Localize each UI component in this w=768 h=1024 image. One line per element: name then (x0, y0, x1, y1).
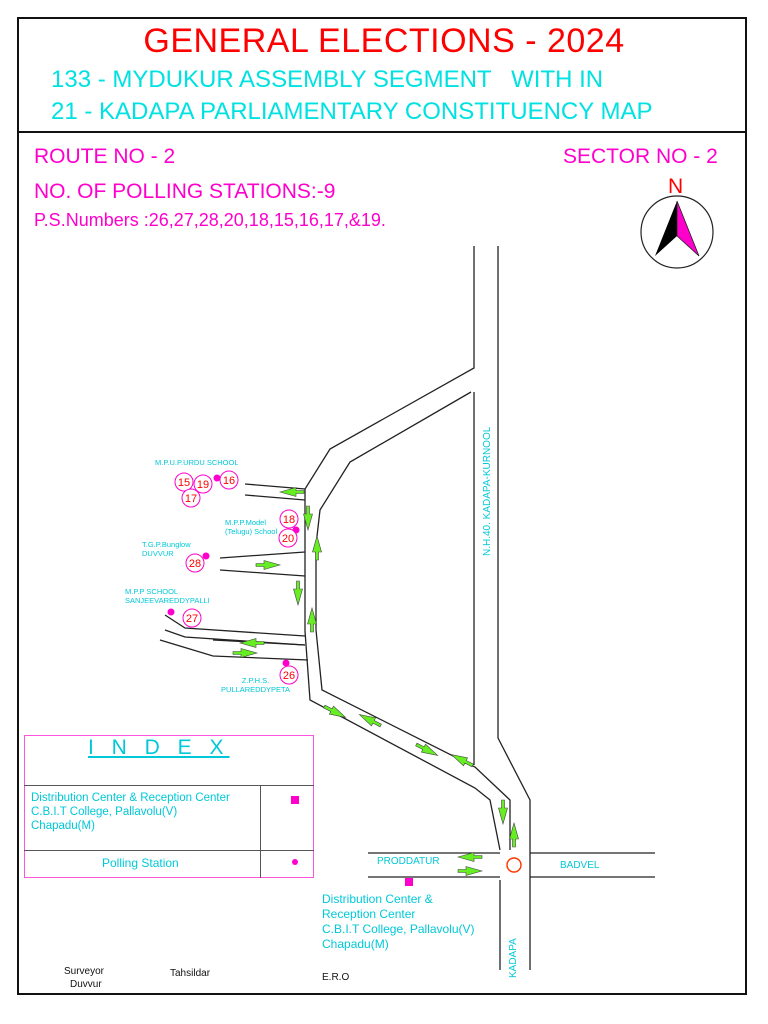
ps-number: 26 (283, 670, 295, 682)
ps-number: 18 (283, 514, 295, 526)
index-distribution-center: Distribution Center & Reception Center C… (31, 791, 261, 833)
ps-label-urdu-school: M.P.U.P.URDU SCHOOL (155, 458, 239, 467)
ps-label-zphs: Z.P.H.S. PULLAREDDYPETA (221, 676, 290, 694)
ps-label-line: T.G.P.Bunglow (142, 540, 191, 549)
south-road-label: KADAPA (508, 938, 519, 978)
roundabout-icon (506, 857, 522, 873)
index-title: I N D E X (88, 736, 230, 759)
station-number-circles (174, 470, 299, 685)
polling-station-dot (167, 608, 175, 616)
ps-number: 27 (186, 613, 198, 625)
ps-label-line: Z.P.H.S. (241, 676, 270, 685)
ps-label-line: (Telugu) School (225, 527, 278, 536)
station-numbers: 15 19 16 17 18 20 28 27 26 (178, 475, 295, 682)
dc-line: Chapadu(M) (322, 937, 389, 951)
ps-label-line: SANJEEVAREDDYPALLI (125, 596, 210, 605)
dc-line: C.B.I.T College, Pallavolu(V) (322, 922, 475, 936)
ps-number: 28 (189, 558, 201, 570)
tahsildar-label: Tahsildar (170, 968, 211, 979)
ps-number: 20 (282, 533, 294, 545)
surveyor-label: Surveyor (64, 966, 105, 977)
assembly-segment-title: 133 - MYDUKUR ASSEMBLY SEGMENT WITH IN (51, 66, 604, 93)
ps-label-line: PULLAREDDYPETA (221, 685, 291, 694)
polling-station-markers (167, 474, 300, 667)
header-separator (17, 131, 747, 133)
index-dc-line: Chapadu(M) (31, 820, 95, 832)
index-row-divider (24, 785, 314, 786)
distribution-center-label: Distribution Center & Reception Center C… (322, 892, 502, 952)
ps-label-line: DUVVUR (142, 549, 174, 558)
index-table (24, 735, 314, 878)
polling-station-dot-icon (292, 859, 298, 865)
polling-station-dot (213, 474, 221, 482)
north-label: N (668, 175, 684, 198)
polling-station-dot (282, 659, 290, 667)
index-column-divider (260, 785, 261, 878)
ps-number: 17 (185, 493, 197, 505)
surveyor-place-label: Duvvur (70, 979, 102, 990)
index-dc-line: C.B.I.T College, Pallavolu(V) (31, 806, 178, 818)
map-title: GENERAL ELECTIONS - 2024 (143, 22, 625, 60)
dc-line: Reception Center (322, 907, 416, 921)
east-road-label: BADVEL (560, 860, 600, 871)
index-dc-line: Distribution Center & Reception Center (31, 792, 230, 804)
constituency-title: 21 - KADAPA PARLIAMENTARY CONSTITUENCY M… (51, 98, 653, 125)
ps-label-tgp-bunglow: T.G.P.Bunglow DUVVUR (142, 540, 191, 558)
sector-number: SECTOR NO - 2 (563, 145, 718, 168)
distribution-center-square-icon (291, 796, 299, 804)
ps-numbers-list: P.S.Numbers :26,27,28,20,18,15,16,17,&19… (34, 210, 386, 230)
ero-label: E.R.O (322, 972, 350, 983)
ps-label-model-school: M.P.P.Model (Telugu) School (225, 518, 277, 536)
index-polling-station: Polling Station (102, 856, 179, 870)
dc-line: Distribution Center & (322, 892, 433, 906)
distribution-center-square-icon (405, 878, 413, 886)
ps-label-line: M.P.P.Model (225, 518, 266, 527)
polling-stations-count: NO. OF POLLING STATIONS:-9 (34, 180, 336, 203)
polling-station-dot (202, 552, 210, 560)
ps-number: 19 (197, 479, 209, 491)
route-number: ROUTE NO - 2 (34, 145, 176, 168)
ps-label-mpp-school: M.P.P SCHOOL SANJEEVAREDDYPALLI (125, 587, 210, 605)
ps-label-line: M.P.P SCHOOL (125, 587, 179, 596)
index-row-divider (24, 850, 314, 851)
ps-number: 16 (223, 475, 235, 487)
compass-rose-icon (640, 195, 714, 269)
ps-number: 15 (178, 477, 190, 489)
map-frame (17, 17, 747, 995)
highway-label: N.H.40. KADAPA-KURNOOL (482, 426, 493, 556)
west-road-label: PRODDATUR (377, 856, 440, 867)
